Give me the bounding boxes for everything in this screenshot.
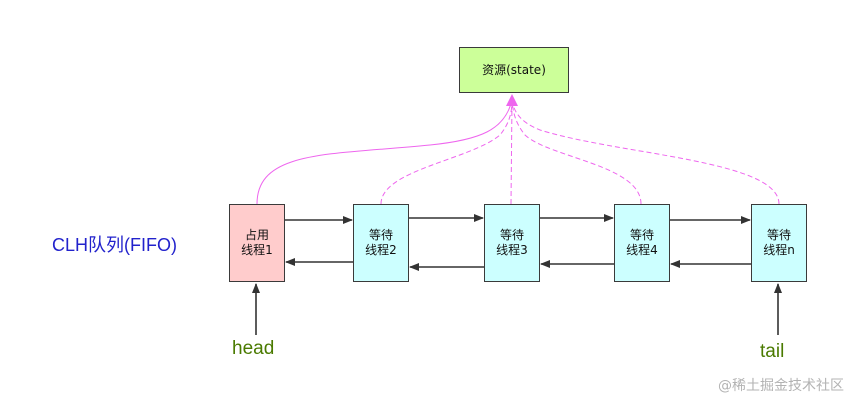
- node-thread: 线程2: [365, 243, 397, 257]
- queue-title: CLH队列(FIFO): [52, 235, 177, 255]
- waiting-thread-node-2: 等待 线程2: [353, 204, 409, 282]
- owner-thread-node: 占用 线程1: [229, 204, 285, 282]
- node-thread: 线程1: [241, 243, 273, 257]
- watermark: @稀土掘金技术社区: [718, 378, 844, 394]
- node-status: 等待: [629, 228, 654, 242]
- waiting-thread-node-n: 等待 线程n: [751, 204, 807, 282]
- wait-edge-threadn: [511, 99, 780, 205]
- hold-edge-thread1: [256, 99, 513, 205]
- head-label: head: [232, 338, 275, 359]
- node-thread: 线程n: [763, 243, 795, 257]
- node-thread: 线程3: [496, 243, 528, 257]
- resource-arrowhead: [506, 94, 518, 106]
- wait-edge-thread2: [380, 99, 513, 205]
- wait-edge-thread4: [511, 99, 642, 205]
- resource-label: 资源(state): [482, 62, 546, 77]
- node-thread: 线程4: [626, 243, 658, 257]
- node-status: 等待: [766, 228, 791, 242]
- waiting-thread-node-3: 等待 线程3: [484, 204, 540, 282]
- waiting-thread-node-4: 等待 线程4: [614, 204, 670, 282]
- wait-edge-thread3: [510, 99, 513, 205]
- node-status: 等待: [499, 228, 524, 242]
- tail-label: tail: [760, 341, 785, 362]
- node-status: 等待: [368, 228, 393, 242]
- node-status: 占用: [244, 228, 269, 242]
- resource-state-box: 资源(state): [459, 47, 569, 93]
